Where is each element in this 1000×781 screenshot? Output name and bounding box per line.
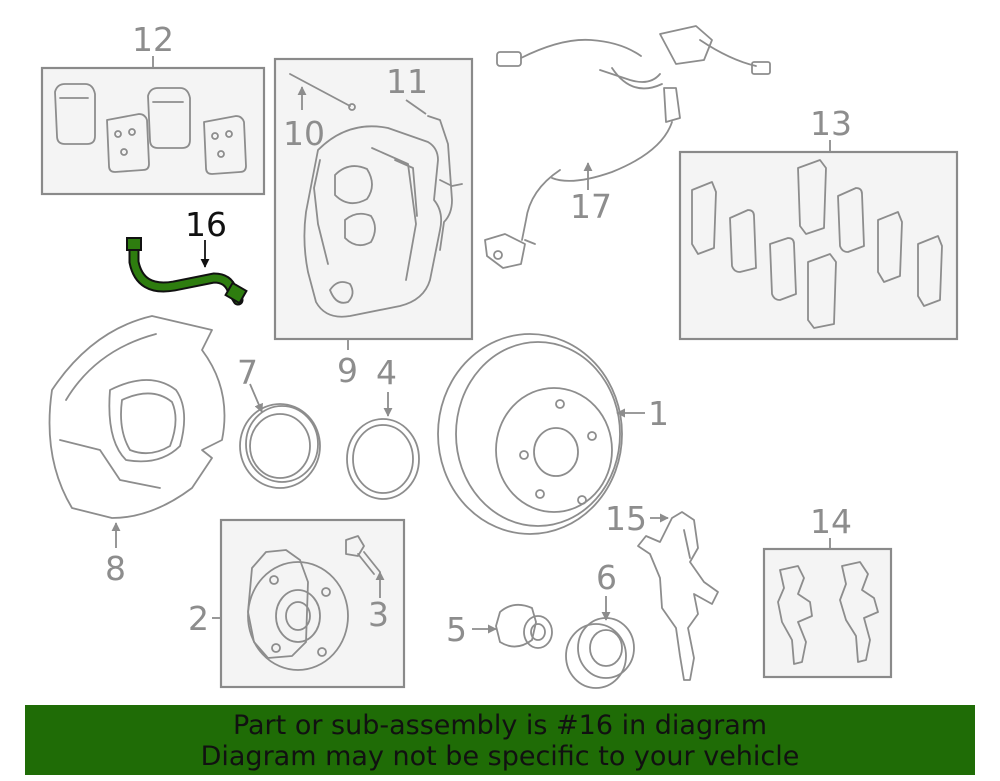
caliper-box-9[interactable]: 10 11 9 xyxy=(273,57,474,390)
rotor-1[interactable]: 1 xyxy=(437,333,669,535)
callout-17: 17 xyxy=(570,187,612,226)
callout-14: 14 xyxy=(810,502,852,541)
callout-1: 1 xyxy=(648,394,669,433)
pad-set-box-12[interactable]: 12 xyxy=(40,20,266,196)
callout-8: 8 xyxy=(105,549,126,588)
shim-kit-box-13[interactable]: 13 xyxy=(678,104,959,341)
hub-box-2[interactable]: 2 3 xyxy=(188,518,406,689)
brake-hose-16[interactable]: 16 xyxy=(126,205,248,306)
callout-3: 3 xyxy=(368,595,389,634)
dust-shield-8[interactable]: 8 xyxy=(48,315,226,588)
callout-15: 15 xyxy=(605,499,647,538)
cap-6[interactable]: 6 xyxy=(565,558,635,689)
nut-5[interactable]: 5 xyxy=(446,603,553,649)
caliper-body xyxy=(303,125,443,318)
callout-12: 12 xyxy=(132,20,174,59)
callout-7: 7 xyxy=(237,353,258,392)
callout-16: 16 xyxy=(185,205,227,244)
callout-5: 5 xyxy=(446,610,467,649)
o-ring-4[interactable]: 4 xyxy=(346,353,420,500)
banner-line-1: Part or sub-assembly is #16 in diagram xyxy=(232,710,768,741)
pin-10 xyxy=(289,73,356,111)
callout-13: 13 xyxy=(810,104,852,143)
callout-2: 2 xyxy=(188,599,209,638)
clip-kit-box-14[interactable]: 14 xyxy=(762,502,893,679)
callout-6: 6 xyxy=(596,558,617,597)
tube-11 xyxy=(427,115,463,251)
notice-banner: Part or sub-assembly is #16 in diagram D… xyxy=(25,705,975,775)
callout-9: 9 xyxy=(337,351,358,390)
sensor-harness-17[interactable]: 17 xyxy=(484,25,771,269)
callout-10: 10 xyxy=(283,114,325,153)
clip-15[interactable]: 15 xyxy=(605,499,719,681)
seal-7[interactable]: 7 xyxy=(237,353,321,489)
callout-11: 11 xyxy=(386,62,428,101)
callout-4: 4 xyxy=(376,353,397,392)
banner-line-2: Diagram may not be specific to your vehi… xyxy=(200,741,800,772)
